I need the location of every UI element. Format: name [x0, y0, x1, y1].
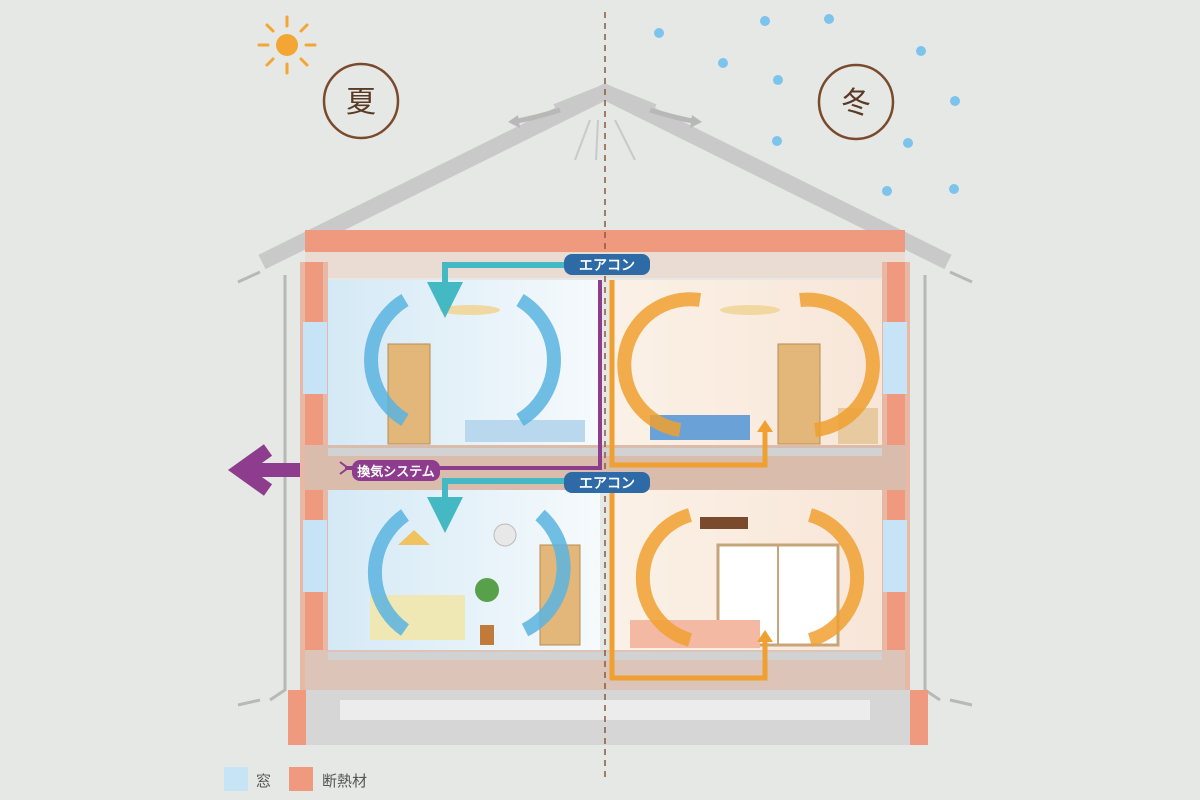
aircon-lower-label: エアコン	[579, 476, 635, 492]
summer-badge: 夏	[322, 62, 400, 140]
winter-badge: 冬	[817, 63, 895, 141]
aircon-duct-upper	[427, 262, 605, 318]
cool-air-arrows	[364, 294, 571, 637]
summer-label: 夏	[346, 85, 376, 120]
sun-icon	[257, 15, 317, 75]
warm-duct-lower	[609, 490, 768, 681]
windows	[303, 322, 907, 592]
legend-window-label: 窓	[256, 772, 271, 790]
legend-insulation-swatch	[289, 767, 313, 791]
legend-insulation-label: 断熱材	[322, 772, 367, 790]
winter-label: 冬	[841, 86, 871, 121]
aircon-upper-label: エアコン	[579, 258, 635, 274]
aircon-lower-badge: エアコン	[564, 472, 650, 493]
snow-icon	[654, 14, 960, 196]
legend-window-swatch	[224, 767, 248, 791]
ventilation-label: 換気システム	[357, 464, 435, 480]
warm-air-arrows	[617, 292, 880, 647]
ventilation-exhaust-arrow	[227, 444, 300, 496]
legend: 窓 断熱材	[224, 767, 367, 791]
ventilation-badge: 換気システム	[352, 460, 440, 481]
aircon-upper-badge: エアコン	[564, 254, 650, 275]
warm-duct-upper	[609, 280, 768, 468]
furniture	[370, 305, 878, 648]
aircon-duct-lower	[427, 478, 605, 533]
